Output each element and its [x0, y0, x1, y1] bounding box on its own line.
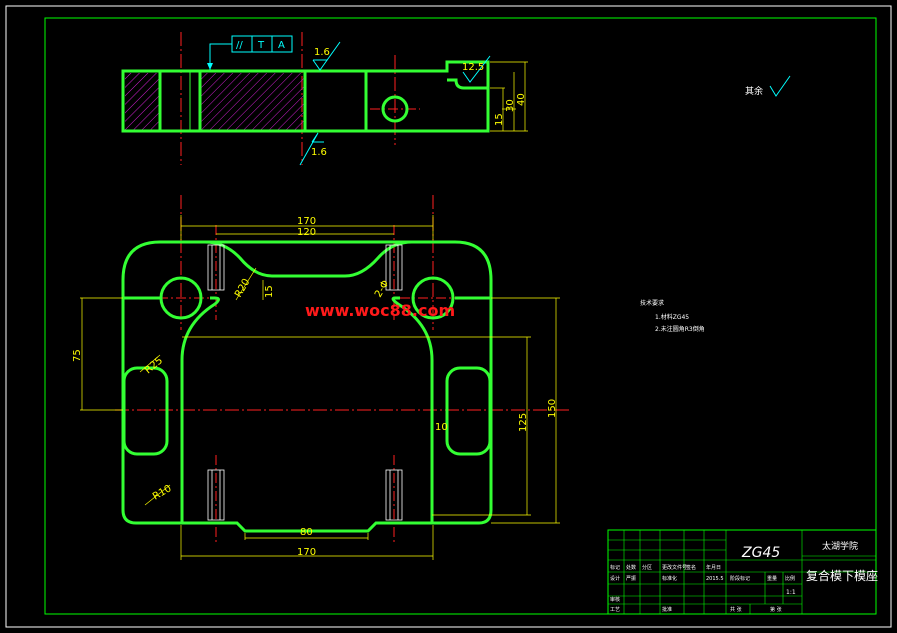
- notes-line-1: 1.材料ZG45: [655, 313, 689, 321]
- rest-roughness-note: 其余: [745, 75, 791, 97]
- radius-r20: R20: [233, 277, 252, 300]
- section-view: // T A 1.6 1.6 12.5 15 30 40: [121, 32, 528, 166]
- dim-10: 10: [435, 422, 448, 433]
- title-block: ZG45 太湖学院 复合模下模座 标记 处数 分区 更改文件号 签名 年月日 设…: [607, 529, 878, 615]
- dim-120: 120: [297, 227, 316, 238]
- roughness-3-value: 12.5: [462, 62, 484, 73]
- roughness-symbol-3: 12.5: [462, 55, 491, 83]
- tb-r2-0: 设计: [610, 575, 620, 582]
- tb-scale-value: 1:1: [786, 589, 796, 596]
- right-guide-hole: [411, 276, 455, 320]
- dim-150: 150: [547, 399, 558, 418]
- tb-sheet-label: 第 张: [770, 606, 782, 613]
- dim-80: 80: [300, 527, 313, 538]
- tol-parallel: //: [236, 40, 243, 51]
- radius-r25: R25: [143, 355, 165, 376]
- tb-sheets-label: 共 张: [730, 606, 742, 613]
- left-slot: [122, 366, 169, 456]
- radius-r10: R10: [151, 483, 174, 502]
- tb-r1-4: 签名: [686, 564, 696, 571]
- dim-170-top: 170: [297, 216, 316, 227]
- tb-r2-3: 标准化: [662, 575, 677, 582]
- tol-datum: A: [278, 40, 285, 51]
- tb-r4-0: 工艺: [610, 607, 620, 613]
- tb-r1-1: 处数: [626, 564, 636, 571]
- section-hole: [381, 95, 409, 123]
- notes-line-2: 2.未注圆角R3倒角: [655, 325, 705, 333]
- dim-40-top: 40: [516, 93, 527, 106]
- watermark: www.woc88.com: [305, 301, 455, 320]
- tb-r4-3: 批准: [662, 606, 672, 613]
- tb-scale-label: 比例: [785, 575, 795, 582]
- dim-125: 125: [518, 413, 529, 432]
- tb-part-name: 复合模下模座: [806, 568, 878, 583]
- tb-r2-5: 2015.5: [706, 576, 724, 582]
- tb-stage-label: 阶段标记: [730, 575, 750, 582]
- hatch-middle: [201, 73, 305, 131]
- notes-title: 技术要求: [640, 299, 664, 307]
- tol-sym: T: [257, 40, 265, 51]
- tb-r3-0: 审核: [610, 596, 620, 603]
- plan-view: 170 120 170 80 75 150 125 15 10 R20 R25 …: [72, 195, 570, 560]
- sheet-inner-border: [44, 17, 877, 615]
- tb-school: 太湖学院: [822, 540, 858, 552]
- dim-15-plan: 15: [264, 285, 275, 298]
- dim-15-top: 15: [494, 113, 505, 126]
- roughness-symbol-2: 1.6: [299, 132, 327, 166]
- tb-r1-0: 标记: [610, 564, 620, 571]
- tb-r2-1: 严振: [626, 575, 636, 582]
- tb-r1-3: 更改文件号: [662, 564, 687, 571]
- section-outline: [121, 60, 490, 133]
- sheet-outer-border: [5, 5, 892, 628]
- dim-170-bottom: 170: [297, 547, 316, 558]
- right-slot: [445, 366, 492, 456]
- tb-weight-label: 重量: [767, 575, 777, 582]
- hatch-left: [125, 73, 160, 131]
- roughness-symbol-1: 1.6: [312, 41, 341, 71]
- rest-roughness-label: 其余: [745, 85, 763, 97]
- dim-75: 75: [72, 349, 83, 362]
- plan-outline: [121, 240, 493, 533]
- tb-r1-2: 分区: [642, 564, 652, 571]
- tolerance-frame: // T A: [207, 35, 293, 70]
- dim-30-top: 30: [505, 99, 516, 112]
- left-guide-hole: [159, 276, 203, 320]
- tb-r1-5: 年月日: [706, 564, 721, 571]
- tb-material: ZG45: [741, 545, 780, 561]
- roughness-2-value: 1.6: [311, 147, 327, 158]
- hole-callout: 2-Φ: [373, 278, 392, 299]
- roughness-1-value: 1.6: [314, 47, 330, 58]
